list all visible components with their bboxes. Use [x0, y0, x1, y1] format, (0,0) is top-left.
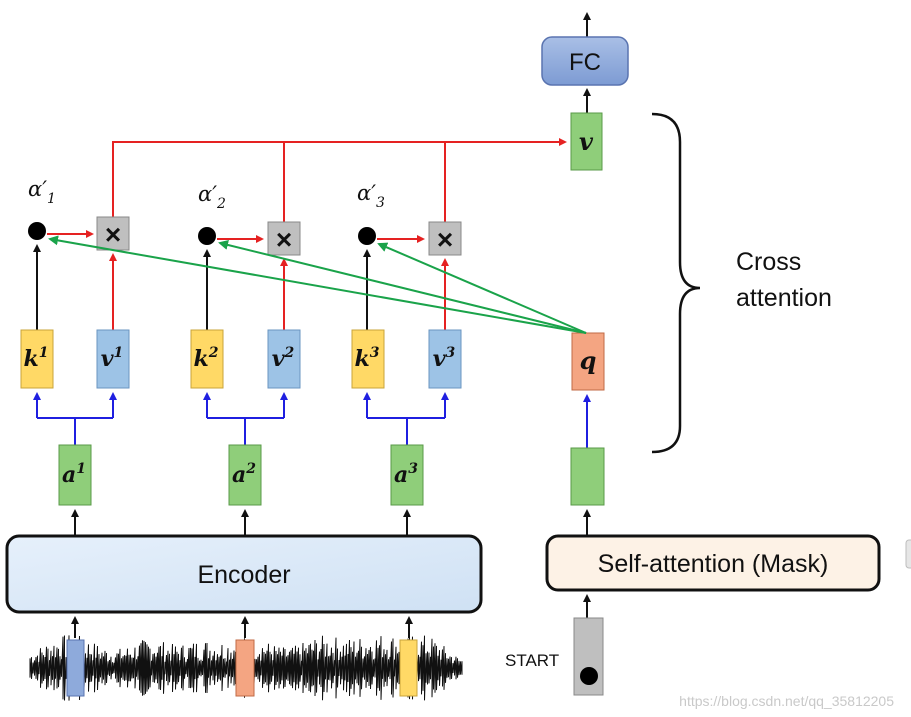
cross-attention-label-line2: attention [736, 284, 832, 312]
q-to-alpha-2-arrow [218, 240, 587, 334]
start-token-dot [580, 667, 598, 685]
v3-box [428, 329, 462, 389]
v1-label: v1 [101, 345, 124, 372]
self-attention-label: Self-attention (Mask) [598, 550, 829, 578]
column-3: α′3 × k3 v3 a3 [351, 181, 462, 536]
a3-box [390, 444, 424, 506]
alpha-3-label: α′3 [357, 181, 385, 211]
cross-attention-label-line1: Cross [736, 248, 801, 276]
v2-box [267, 329, 301, 389]
v1-box [96, 329, 130, 389]
self-attention-box [545, 534, 881, 592]
v3-label: v3 [433, 345, 456, 372]
fc-label: FC [569, 49, 601, 76]
q-to-alpha-3-arrow [377, 242, 587, 334]
k1-label: k1 [24, 345, 49, 372]
weighted-sum-line [112, 138, 567, 217]
multiply-1-label: × [105, 219, 121, 250]
encoder-label: Encoder [197, 561, 290, 589]
multiply-2-box [267, 221, 301, 256]
alpha-1-label: α′1 [28, 177, 56, 207]
v-output-box [570, 112, 603, 171]
column-1: α′1 × k1 v1 a1 [20, 177, 130, 536]
watermark: https://blog.csdn.net/qq_35812205 [679, 693, 894, 709]
alpha-2-label: α′2 [198, 182, 226, 212]
multiply-3-label: × [437, 224, 453, 255]
k3-label: k3 [355, 345, 380, 372]
q-to-alpha-1-arrow [48, 235, 587, 334]
a3-label: a3 [394, 461, 418, 488]
a2-box [228, 444, 262, 506]
start-label: START [505, 651, 559, 670]
audio-frame-3 [399, 639, 418, 697]
alpha-1-dot [28, 222, 46, 240]
q-label: q [580, 346, 597, 375]
encoder-box [5, 534, 483, 614]
v2-label: v2 [272, 345, 295, 372]
a1-box [58, 444, 92, 506]
k2-box [190, 329, 224, 389]
audio-frame-1 [66, 639, 85, 697]
alpha-2-dot [198, 227, 216, 245]
v-output-label: v [579, 127, 594, 156]
a2-label: a2 [232, 461, 256, 488]
selfattn-output-box [570, 447, 605, 506]
k2-label: k2 [194, 345, 219, 372]
multiply-2-label: × [276, 224, 292, 255]
alpha-3-dot [358, 227, 376, 245]
q-box [571, 332, 605, 391]
fc-box [541, 36, 629, 86]
cross-attention-brace [651, 112, 701, 454]
multiply-3-box [428, 221, 462, 256]
column-2: α′2 × k2 v2 a2 [190, 182, 301, 536]
k1-box [20, 329, 54, 389]
edge-tab [905, 539, 911, 569]
a1-label: a1 [62, 461, 86, 488]
audio-frame-2 [235, 639, 255, 697]
k3-box [351, 329, 385, 389]
